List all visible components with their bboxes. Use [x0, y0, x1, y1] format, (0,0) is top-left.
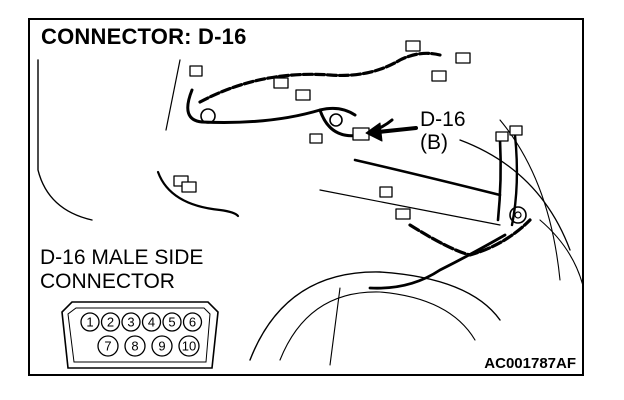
- harness-sill: [368, 233, 507, 290]
- connector-rear-1: [495, 131, 509, 142]
- inner-rear-curve: [499, 119, 561, 281]
- harness-rear-up-2: [510, 133, 519, 227]
- connector-floor-2: [395, 208, 411, 220]
- pin-terminal-8: [124, 335, 146, 357]
- callout-arrow: [376, 126, 418, 134]
- pin-number-5: 5: [168, 315, 175, 330]
- harness-rear-up: [496, 138, 502, 222]
- connector-top-2: [431, 70, 447, 82]
- connector-left-branch-2: [181, 181, 197, 193]
- connector-mid-left: [295, 89, 311, 101]
- callout-connector-id: D-16: [420, 108, 466, 131]
- pin-terminal-7: [97, 335, 119, 357]
- right-lower-line: [539, 219, 582, 285]
- wheel-arch-inner: [279, 291, 476, 361]
- diagram-frame: CONNECTOR: D-16 D-16 (B) D-16 MALE SIDE …: [28, 18, 584, 376]
- diagram-title: CONNECTOR: D-16: [38, 24, 250, 50]
- pin-number-10: 10: [182, 339, 196, 354]
- connector-left-branch-1: [173, 175, 189, 187]
- pin-terminal-9: [151, 335, 173, 357]
- pin-number-6: 6: [189, 315, 196, 330]
- pin-terminal-6: [182, 312, 203, 332]
- floor-panel-line: [319, 189, 501, 226]
- male-side-label-line1: D-16 MALE SIDE: [40, 246, 204, 269]
- d16-callout: D-16 (B): [420, 108, 466, 154]
- pin-terminal-10: [178, 335, 200, 357]
- sill-line: [329, 287, 341, 366]
- harness-illustration: [37, 40, 582, 366]
- main-harness-upper: [198, 51, 442, 104]
- pin-number-1: 1: [86, 315, 93, 330]
- grommet-right: [509, 206, 527, 224]
- connector-rear-2: [509, 125, 523, 136]
- connector-top-1: [405, 40, 421, 52]
- connector-small: [309, 133, 323, 144]
- connector-housing: [61, 301, 219, 369]
- pin-terminal-5: [162, 312, 182, 332]
- pin-number-7: 7: [104, 339, 111, 354]
- pillar-outline: [165, 59, 181, 131]
- grommet-left: [200, 108, 216, 124]
- pin-terminal-3: [121, 312, 141, 332]
- male-side-label-line2: CONNECTOR: [40, 270, 175, 293]
- rear-body-curve: [459, 139, 571, 251]
- callout-connector-sub: (B): [420, 131, 448, 154]
- connector-top-3: [455, 52, 471, 64]
- left-body-panel: [37, 59, 93, 221]
- pin-terminal-1: [80, 312, 100, 332]
- pin-number-2: 2: [107, 315, 114, 330]
- male-side-label: D-16 MALE SIDE CONNECTOR: [40, 246, 207, 294]
- pin-number-9: 9: [158, 339, 165, 354]
- main-harness-left: [186, 88, 357, 124]
- pin-terminal-4: [141, 312, 162, 332]
- connector-upper-left: [273, 77, 289, 89]
- pin-number-4: 4: [148, 315, 155, 330]
- grommet-center: [329, 113, 343, 127]
- harness-left-branch: [156, 170, 240, 218]
- connector-d16: [352, 127, 370, 141]
- pin-terminal-2: [100, 312, 121, 332]
- pin-number-8: 8: [131, 339, 138, 354]
- harness-floor: [353, 158, 502, 197]
- connector-floor-1: [379, 186, 393, 198]
- figure-code: AC001787AF: [484, 355, 576, 372]
- wheel-arch-outer: [249, 271, 501, 361]
- pin-number-3: 3: [127, 315, 134, 330]
- connector-pillar: [189, 65, 203, 77]
